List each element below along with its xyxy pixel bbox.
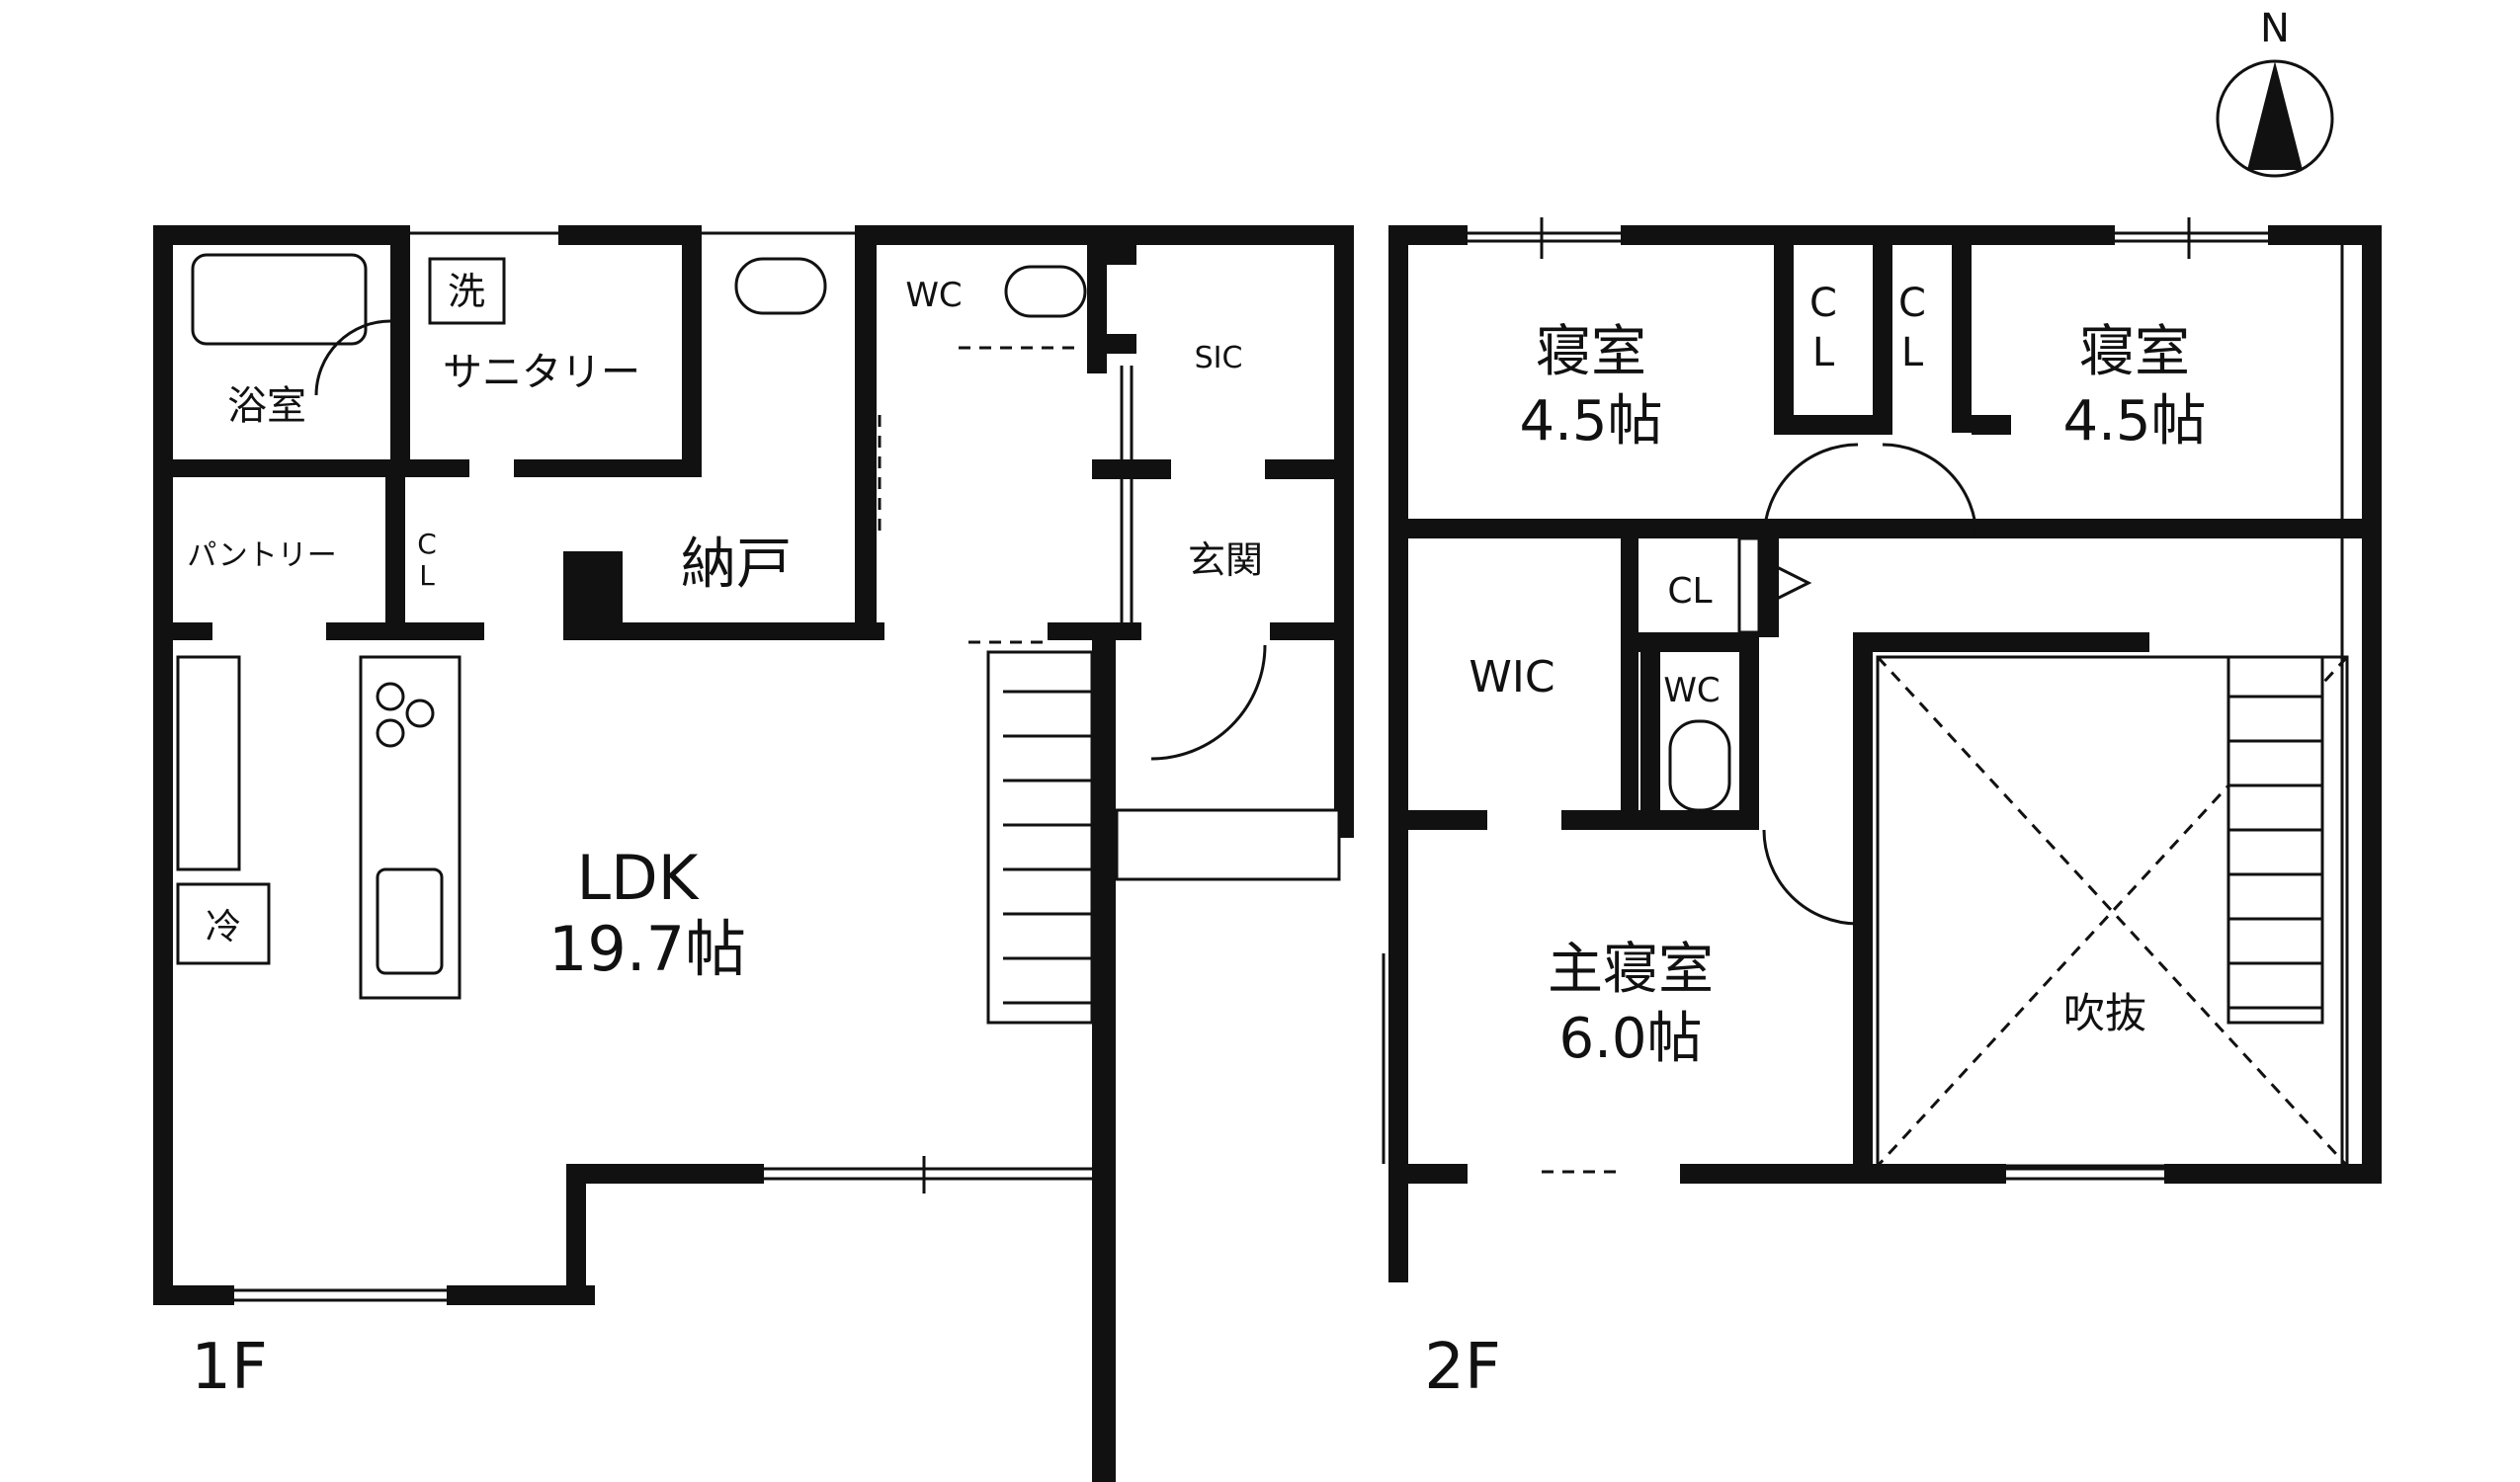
burner-icon [376, 718, 405, 748]
ldk-size-label: 19.7帖 [548, 913, 746, 985]
burner-icon [405, 699, 435, 728]
bedroom-door-swing [1882, 443, 1978, 539]
closet-east-c: C [1898, 281, 1926, 326]
entrance-door-swing [1150, 644, 1267, 761]
second-floor-walls [1388, 225, 2382, 1282]
bedroom-west-size: 4.5帖 [1519, 389, 1662, 453]
bedroom-east-name: 寝室 [2079, 320, 2190, 384]
void-label: 吹抜 [2063, 989, 2146, 1037]
basin-icon [734, 257, 827, 315]
sic-label: SIC [1195, 341, 1243, 375]
master-door-swing [1762, 829, 1859, 926]
north-arrow-icon: N [2216, 6, 2334, 178]
wc-label-1f: WC [905, 276, 962, 315]
pantry-label: パントリー [187, 538, 337, 573]
second-floor-labels: 寝室 4.5帖 寝室 4.5帖 C L C L CL WIC WC 主寝室 6.… [1424, 281, 2206, 1404]
ldk-name-label: LDK [577, 842, 700, 914]
closet-door-icon [1768, 561, 1812, 605]
wc-label-2f: WC [1663, 671, 1720, 710]
master-bedroom-size: 6.0帖 [1558, 1007, 1702, 1071]
bedroom-west-name: 寝室 [1536, 320, 1646, 384]
bathroom-fixtures [191, 253, 1267, 761]
second-floor-windows [1382, 217, 2344, 1181]
floor2-label: 2F [1424, 1331, 1501, 1404]
first-floor-plan: 浴室 洗 サニタリー WC SIC 玄関 パントリー C L 納戸 LDK 19… [153, 225, 1354, 1482]
fridge-label: 冷 [206, 907, 241, 947]
toilet-icon [1004, 265, 1087, 318]
closet-west-l: L [1812, 330, 1835, 375]
bedroom-door-swing [1762, 443, 1859, 539]
wic-label: WIC [1469, 652, 1554, 702]
second-floor-plan: 寝室 4.5帖 寝室 4.5帖 C L C L CL WIC WC 主寝室 6.… [1382, 217, 2382, 1404]
first-floor-labels: 浴室 洗 サニタリー WC SIC 玄関 パントリー C L 納戸 LDK 19… [187, 270, 1263, 1404]
closet-label-c: C [417, 528, 437, 560]
first-floor-walls [153, 225, 1354, 1482]
cupboard [176, 655, 241, 871]
washer-box [428, 257, 506, 325]
first-floor-stairs [986, 650, 1094, 1025]
closet-east-l: L [1901, 330, 1924, 375]
second-floor-doors [1668, 443, 1978, 926]
bath-door-swing [314, 319, 391, 396]
first-floor-windows [234, 231, 1341, 1302]
north-label: N [2260, 6, 2290, 51]
void-area [1876, 655, 2349, 1168]
wash-label: 洗 [448, 270, 485, 313]
toilet-icon [1668, 719, 1731, 812]
sink-icon [376, 867, 444, 975]
sanitary-label: サニタリー [443, 350, 640, 395]
storage-label: 納戸 [681, 533, 792, 597]
burner-icon [376, 682, 405, 711]
bath-label: 浴室 [227, 383, 306, 429]
kitchen-counter [176, 553, 618, 1000]
floor1-label: 1F [191, 1331, 268, 1404]
fridge-box [176, 882, 271, 965]
bedroom-east-size: 4.5帖 [2062, 389, 2206, 453]
closet-label-l: L [419, 559, 435, 592]
entrance-label: 玄関 [1188, 538, 1263, 582]
closet-west-c: C [1809, 281, 1837, 326]
master-bedroom-name: 主寝室 [1548, 938, 1714, 1002]
closet-small-label: CL [1667, 571, 1712, 612]
bathtub-icon [191, 253, 368, 346]
